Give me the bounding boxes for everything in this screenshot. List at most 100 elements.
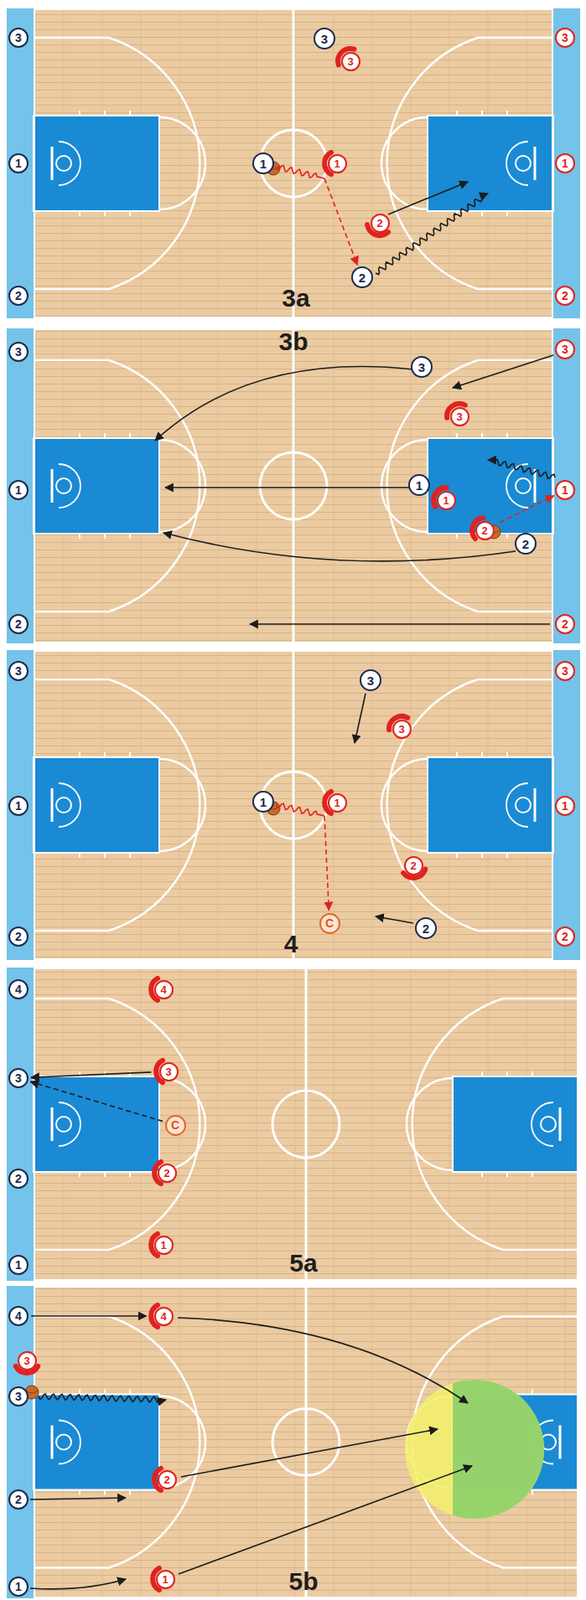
- movement-arrow: [249, 623, 550, 626]
- player-number: 4: [160, 985, 166, 996]
- player-number: 1: [15, 157, 22, 170]
- court-line: [481, 1172, 483, 1178]
- court-line: [58, 1421, 81, 1466]
- player-number: 1: [561, 800, 569, 813]
- key-area: [33, 115, 160, 212]
- defender-marker: 1: [436, 491, 457, 511]
- player-number: 2: [561, 931, 569, 944]
- player-number: 2: [163, 1168, 170, 1180]
- sideline-player: 2: [8, 1169, 29, 1190]
- court-line: [58, 783, 81, 828]
- defender-crescent: [324, 152, 332, 175]
- defender-crescent: [324, 792, 332, 815]
- court-line: [531, 1491, 534, 1497]
- court-line: [506, 433, 509, 439]
- court-line: [78, 853, 81, 859]
- sideline-player: 3: [554, 339, 576, 360]
- court-line: [534, 469, 537, 504]
- sideline-player: 4: [8, 980, 29, 1001]
- court-line: [103, 853, 106, 859]
- sideline-player: 3: [8, 342, 29, 363]
- player-number: 2: [15, 290, 22, 302]
- court-line: [506, 752, 509, 758]
- court-line: [381, 759, 428, 852]
- court-line: [305, 968, 308, 1282]
- court-line: [531, 1103, 554, 1147]
- sideline-bar: [6, 650, 34, 961]
- basket: [56, 1117, 72, 1133]
- attacker-marker: 3: [359, 669, 382, 692]
- sideline-player: 1: [554, 153, 576, 174]
- sideline-player: 2: [8, 614, 29, 635]
- player-number: 1: [561, 484, 569, 497]
- court-line: [33, 360, 200, 612]
- court-line: [456, 110, 458, 116]
- court-floor: [33, 328, 554, 644]
- court-line: [51, 788, 54, 823]
- court-outline: [34, 651, 553, 960]
- court-line: [103, 1390, 106, 1396]
- player-number: 1: [415, 479, 423, 493]
- drill-label: 3b: [278, 329, 308, 355]
- player-number: 2: [15, 1173, 22, 1186]
- court-floor: [33, 1286, 579, 1600]
- court-line: [78, 211, 81, 217]
- defender-crescent: [154, 1469, 161, 1492]
- target-zone: [404, 1380, 545, 1520]
- court-line: [33, 999, 200, 1251]
- dribble-line: [276, 803, 325, 817]
- court-line: [159, 1078, 206, 1172]
- player-number: 2: [15, 618, 22, 631]
- player-number: 1: [15, 1581, 22, 1594]
- court-line: [103, 433, 106, 439]
- court-line: [412, 999, 579, 1251]
- sideline-player: 3: [8, 27, 29, 48]
- defender-marker: 3: [341, 51, 361, 72]
- court-outline: [34, 9, 553, 318]
- drill-label: 5b: [288, 1570, 318, 1596]
- court-line: [78, 1491, 81, 1497]
- sideline-player: 3: [8, 661, 29, 682]
- court-line: [481, 752, 483, 758]
- defender-marker: 1: [327, 154, 348, 174]
- sideline-player: 2: [8, 1490, 29, 1511]
- court-line: [129, 853, 131, 859]
- court-line: [387, 679, 554, 932]
- court-outline: [34, 329, 553, 644]
- court-line: [481, 1072, 483, 1078]
- court-floor: [33, 8, 554, 319]
- player-number: 1: [561, 157, 569, 170]
- court-line: [129, 1072, 131, 1078]
- court-line: [33, 37, 200, 290]
- movement-arrow: [177, 1318, 468, 1405]
- court-line: [456, 752, 458, 758]
- sideline-player: 4: [8, 1306, 29, 1328]
- key-area: [33, 1395, 160, 1492]
- sideline-bar: [553, 8, 581, 319]
- player-number: 1: [160, 1240, 166, 1252]
- court-line: [129, 433, 131, 439]
- pass-connector: [276, 165, 358, 266]
- player-number: 3: [456, 411, 462, 423]
- court-line: [506, 1072, 509, 1078]
- defender-crescent: [150, 1306, 158, 1328]
- player-number: C: [171, 1120, 180, 1132]
- court-line: [103, 534, 106, 540]
- player-number: 1: [259, 157, 267, 171]
- coach-marker: C: [165, 1115, 187, 1137]
- player-number: 1: [333, 158, 340, 170]
- movement-arrow: [178, 1467, 472, 1576]
- sideline-bar: [553, 328, 581, 644]
- sideline-player: 2: [8, 285, 29, 306]
- court-line: [506, 211, 509, 217]
- court-line: [534, 146, 537, 181]
- target-zone: [452, 1380, 545, 1520]
- basket: [540, 1117, 556, 1133]
- player-number: 3: [561, 665, 569, 678]
- court-line: [456, 534, 458, 540]
- sideline-player: 3: [554, 27, 576, 48]
- movement-arrow: [375, 193, 488, 275]
- court-line: [506, 783, 529, 828]
